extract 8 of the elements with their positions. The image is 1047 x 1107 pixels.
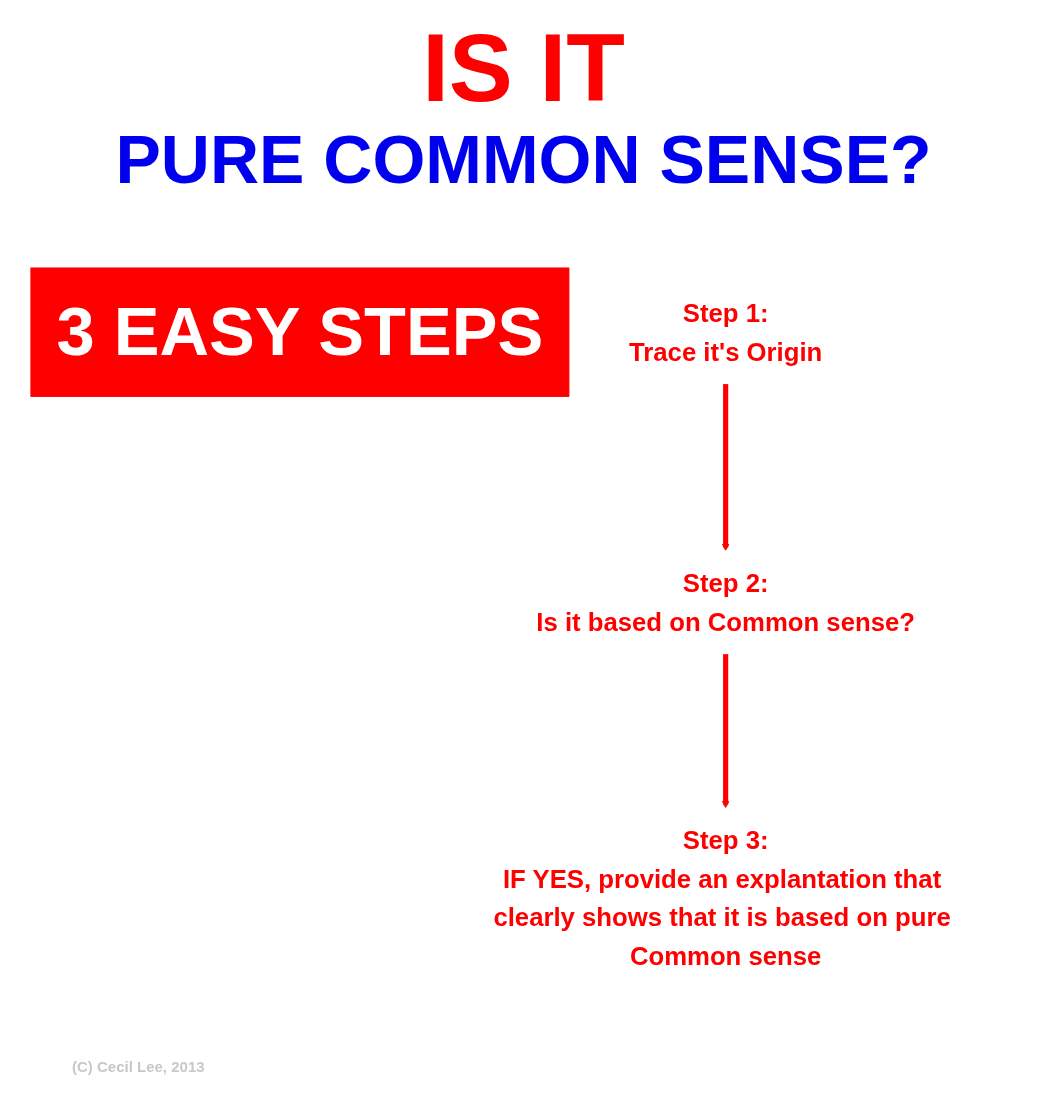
title: IS IT — [422, 20, 625, 116]
arrow — [721, 653, 729, 809]
subtitle: PURE COMMON SENSE? — [115, 120, 932, 198]
node-text: Step 2: Is it based on Common sense? — [535, 568, 915, 636]
arrow — [721, 383, 729, 552]
node-text: Step 3: IF YES, provide an explantation that clearly shows that it is based on pure Common sense — [492, 826, 951, 971]
node-text: Step 1: Trace it's Origin — [628, 298, 822, 366]
node-box: 3 EASY STEPS — [29, 267, 569, 397]
